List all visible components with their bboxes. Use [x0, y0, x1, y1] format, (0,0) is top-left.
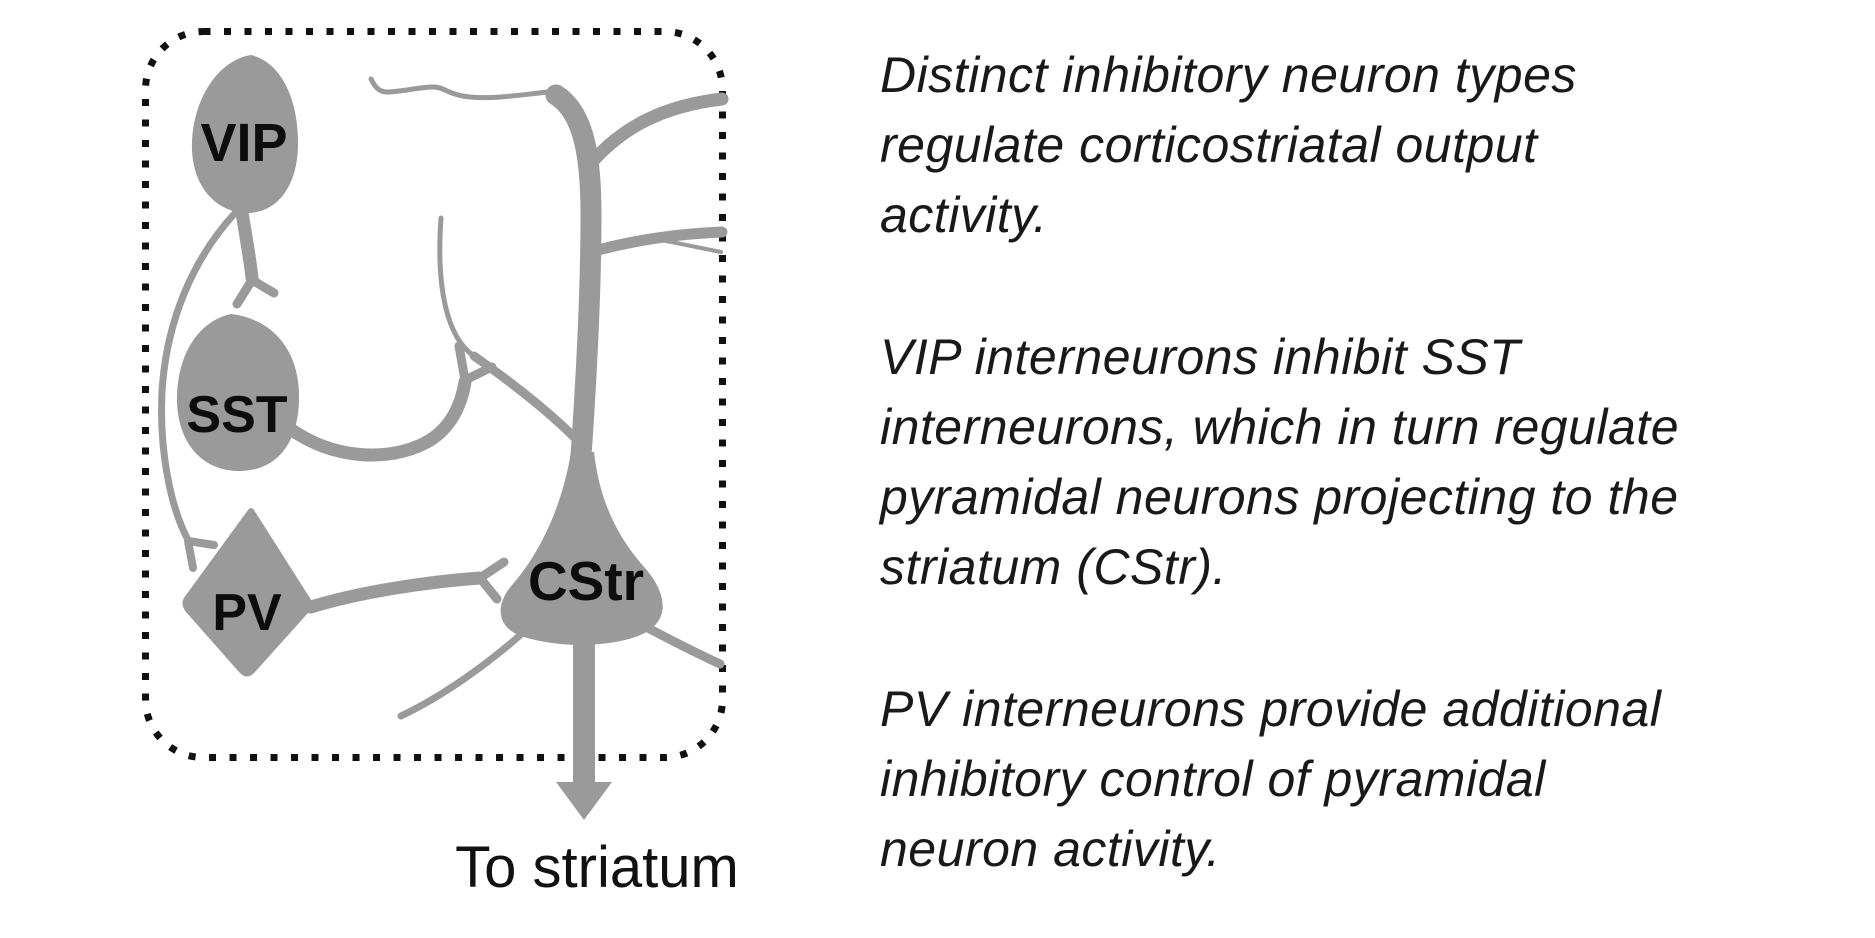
basal-dendrite-left	[397, 626, 530, 720]
caption-column: Distinct inhibitory neuron types regulat…	[880, 40, 1830, 938]
oblique-dendrite-lower	[469, 351, 579, 442]
oblique-dendrite-upper	[437, 215, 477, 359]
inhibitory-synapse-pv-cstr	[475, 557, 509, 604]
pv-projection	[304, 557, 509, 614]
cstr-label: CStr	[528, 550, 644, 612]
to-striatum-label: To striatum	[455, 835, 739, 900]
pv-soma	[182, 508, 312, 677]
sst-projection	[282, 341, 497, 462]
cortex-region-border	[142, 28, 726, 761]
sst-axon	[282, 375, 472, 462]
apical-branch-mid-right-fork	[648, 236, 723, 254]
inhibitory-synapse-sst-dendrite	[454, 341, 497, 385]
pv-label: PV	[212, 584, 282, 642]
vip-soma	[191, 55, 299, 213]
pyramidal-axon-arrow	[556, 632, 612, 820]
inhibitory-synapse-vip-pv	[184, 537, 218, 572]
pyramidal-soma	[500, 452, 663, 645]
basal-dendrite-right	[643, 623, 725, 669]
apical-branch-upper-right	[585, 92, 729, 169]
sst-label: SST	[186, 386, 287, 444]
vip-axon-to-sst	[234, 199, 259, 285]
apical-dendrite-trunk	[545, 84, 602, 481]
vip-neuron	[158, 55, 299, 572]
caption-paragraph-3: PV interneurons provide additional inhib…	[880, 681, 1662, 877]
pv-axon	[304, 571, 487, 614]
sst-soma	[176, 314, 300, 471]
vip-axon-to-pv	[158, 208, 240, 544]
pyramidal-neuron	[368, 76, 729, 820]
apical-dendrite-wavy-branch	[368, 76, 551, 101]
caption-paragraph-1: Distinct inhibitory neuron types regulat…	[880, 47, 1577, 243]
inhibitory-synapse-vip-sst	[232, 275, 279, 309]
caption-paragraph-2: VIP interneurons inhibit SST interneuron…	[880, 329, 1680, 595]
vip-label: VIP	[200, 113, 287, 173]
